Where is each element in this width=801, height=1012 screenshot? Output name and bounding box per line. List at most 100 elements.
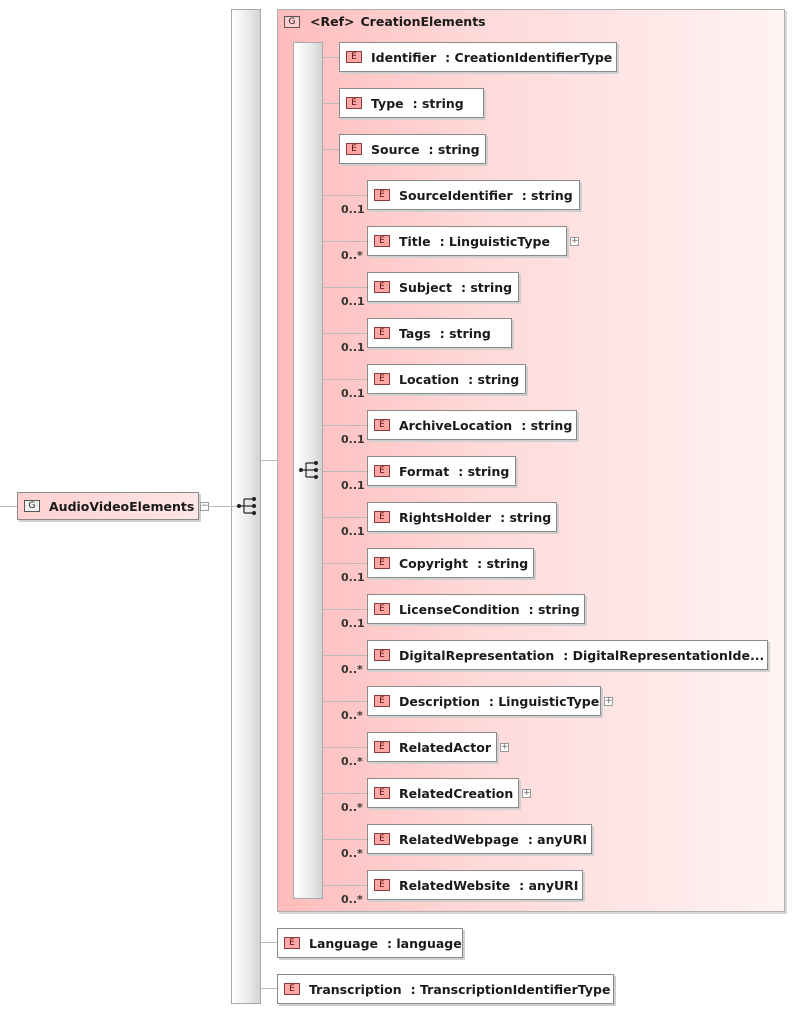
element-badge-icon: E xyxy=(374,327,390,339)
element-badge-icon: E xyxy=(374,419,390,431)
occurrence-label: 0..1 xyxy=(341,203,365,216)
sequence-to-language-line xyxy=(261,942,277,943)
expand-toggle-icon[interactable]: + xyxy=(604,696,613,706)
element-node-source-identifier[interactable]: E SourceIdentifier string xyxy=(367,180,580,210)
element-connector-line xyxy=(323,839,367,840)
element-node-source[interactable]: ESourcestring xyxy=(339,134,486,164)
element-badge-icon: E xyxy=(374,787,390,799)
element-language[interactable]: E Language language xyxy=(277,928,463,958)
element-badge-icon: E xyxy=(284,937,300,949)
element-node-location[interactable]: ELocationstring xyxy=(367,364,526,394)
element-node-rights-holder[interactable]: ERightsHolderstring xyxy=(367,502,557,532)
element-node-license-condition[interactable]: ELicenseConditionstring xyxy=(367,594,585,624)
element-name: Title xyxy=(399,233,431,249)
element-name: DigitalRepresentation xyxy=(399,647,555,663)
element-transcription[interactable]: E Transcription TranscriptionIdentifierT… xyxy=(277,974,614,1004)
element-connector-line xyxy=(323,425,367,426)
element-node-format[interactable]: EFormatstring xyxy=(367,456,516,486)
element-badge-icon: E xyxy=(374,695,390,707)
inner-sequence-compositor-icon[interactable] xyxy=(298,460,320,480)
element-connector-line xyxy=(323,57,339,58)
element-badge-icon: E xyxy=(374,281,390,293)
group-ref-label: <Ref> xyxy=(310,14,355,29)
element-badge-icon: E xyxy=(346,51,362,63)
element-type: string xyxy=(429,142,480,157)
occurrence-label: 0..* xyxy=(341,249,363,262)
element-type: LinguisticType xyxy=(440,234,550,249)
occurrence-label: 0..1 xyxy=(341,433,365,446)
element-type: string xyxy=(458,464,510,479)
occurrence-label: 0..1 xyxy=(341,571,365,584)
sequence-compositor-icon[interactable] xyxy=(236,496,258,516)
inner-sequence-stub xyxy=(319,469,323,470)
element-node-copyright[interactable]: ECopyrightstring xyxy=(367,548,534,578)
element-connector-line xyxy=(323,149,339,150)
element-connector-line xyxy=(323,793,367,794)
group-header[interactable]: G <Ref> CreationElements xyxy=(284,14,486,29)
occurrence-label: 0..* xyxy=(341,755,363,768)
occurrence-label: 0..1 xyxy=(341,295,365,308)
element-name: Format xyxy=(399,463,450,479)
element-badge-icon: E xyxy=(374,879,390,891)
element-badge-icon: E xyxy=(374,189,390,201)
element-connector-line xyxy=(323,747,367,748)
group-ref-badge-icon: G xyxy=(284,15,300,28)
element-name: Source xyxy=(371,141,420,157)
element-node-related-website[interactable]: ERelatedWebsiteanyURI xyxy=(367,870,583,900)
element-connector-line xyxy=(323,333,367,334)
element-badge-icon: E xyxy=(374,235,390,247)
element-name: LicenseCondition xyxy=(399,601,520,617)
element-name: Location xyxy=(399,371,460,387)
element-node-type[interactable]: ETypestring xyxy=(339,88,484,118)
expand-toggle-icon[interactable]: + xyxy=(570,236,579,246)
element-node-archive-location[interactable]: EArchiveLocationstring xyxy=(367,410,577,440)
element-connector-line xyxy=(323,885,367,886)
element-type: LinguisticType xyxy=(489,694,599,709)
occurrence-label: 0..1 xyxy=(341,525,365,538)
element-type: string xyxy=(529,602,580,617)
element-node-subject[interactable]: ESubjectstring xyxy=(367,272,519,302)
element-name: SourceIdentifier xyxy=(399,187,513,203)
occurrence-label: 0..1 xyxy=(341,479,365,492)
element-badge-icon: E xyxy=(374,511,390,523)
element-connector-line xyxy=(323,103,339,104)
element-badge-icon: E xyxy=(374,649,390,661)
occurrence-label: 0..* xyxy=(341,801,363,814)
element-node-related-webpage[interactable]: ERelatedWebpageanyURI xyxy=(367,824,592,854)
expand-toggle-icon[interactable]: + xyxy=(522,788,531,798)
element-type: string xyxy=(468,372,520,387)
element-type: string xyxy=(521,418,573,433)
root-group-name: AudioVideoElements xyxy=(49,498,195,514)
element-type: language xyxy=(387,936,461,951)
element-badge-icon: E xyxy=(284,983,300,995)
element-name: Tags xyxy=(399,325,431,341)
root-incoming-line xyxy=(0,506,18,507)
occurrence-label: 0..* xyxy=(341,893,363,906)
element-node-identifier[interactable]: E Identifier CreationIdentifierType xyxy=(339,42,617,72)
root-to-sequence-line xyxy=(208,506,238,507)
element-node-description[interactable]: EDescriptionLinguisticType xyxy=(367,686,601,716)
element-node-digital-representation[interactable]: EDigitalRepresentationDigitalRepresentat… xyxy=(367,640,768,670)
sequence-to-group-line xyxy=(261,460,277,461)
element-name: RelatedWebsite xyxy=(399,877,511,893)
element-node-tags[interactable]: E Tags string xyxy=(367,318,512,348)
element-name: Language xyxy=(309,935,379,951)
element-name: Identifier xyxy=(371,49,437,65)
element-name: Copyright xyxy=(399,555,469,571)
expand-toggle-icon[interactable]: + xyxy=(500,742,509,752)
element-type: string xyxy=(461,280,512,295)
element-type: string xyxy=(522,188,573,203)
root-group-node[interactable]: G AudioVideoElements xyxy=(17,492,199,520)
element-type: CreationIdentifierType xyxy=(445,50,613,65)
collapse-toggle-icon[interactable]: − xyxy=(200,501,209,511)
occurrence-label: 0..1 xyxy=(341,617,365,630)
occurrence-label: 0..* xyxy=(341,709,363,722)
element-connector-line xyxy=(323,701,367,702)
element-type: TranscriptionIdentifierType xyxy=(411,982,610,997)
element-type: string xyxy=(477,556,529,571)
element-type: string xyxy=(440,326,491,341)
sequence-to-transcription-line xyxy=(261,988,277,989)
element-node-title[interactable]: E Title LinguisticType xyxy=(367,226,567,256)
